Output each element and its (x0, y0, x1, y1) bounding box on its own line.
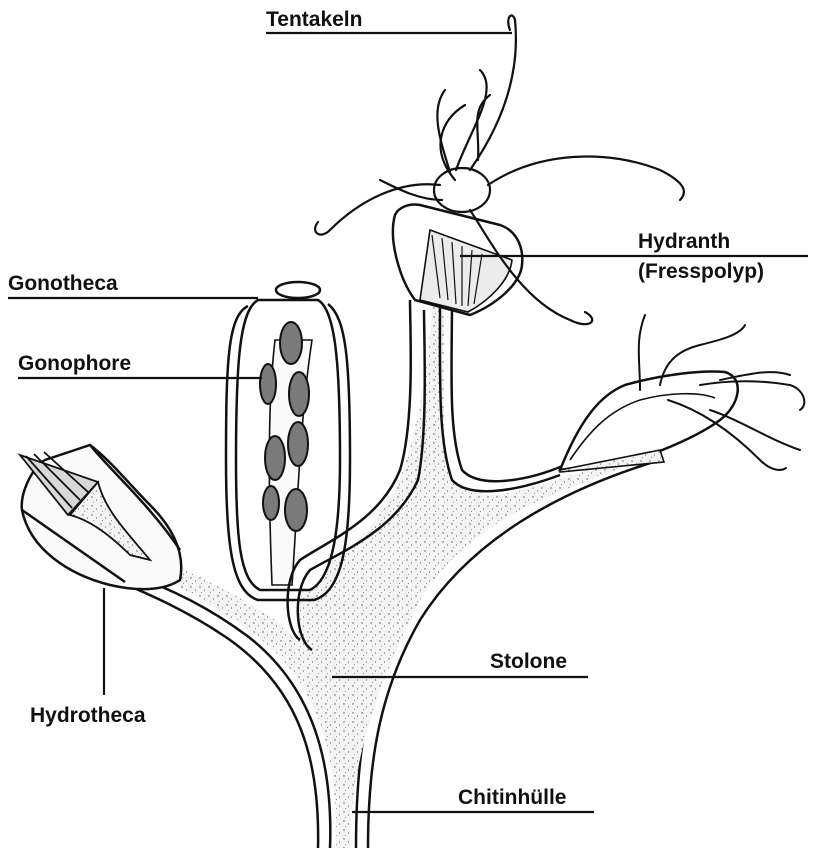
label-stolone: Stolone (490, 650, 567, 674)
stolon-coenosarc (120, 300, 642, 848)
label-chitinhuelle: Chitinhülle (458, 786, 567, 810)
gonophore-5 (288, 422, 308, 466)
label-tentakeln: Tentakeln (266, 8, 362, 32)
label-fresspolyp: (Fresspolyp) (638, 260, 764, 284)
gonophore-6 (263, 486, 279, 520)
label-gonotheca: Gonotheca (8, 272, 118, 296)
label-hydranth: Hydranth (638, 230, 730, 254)
gonophore-7 (285, 489, 307, 531)
label-gonophore: Gonophore (18, 352, 131, 376)
label-hydrotheca: Hydrotheca (30, 704, 146, 728)
right-hydrotheca (560, 372, 738, 472)
gonophore-2 (260, 364, 276, 404)
gonophore-3 (289, 372, 309, 416)
gonophore-1 (280, 322, 302, 364)
gonophore-4 (265, 436, 285, 480)
